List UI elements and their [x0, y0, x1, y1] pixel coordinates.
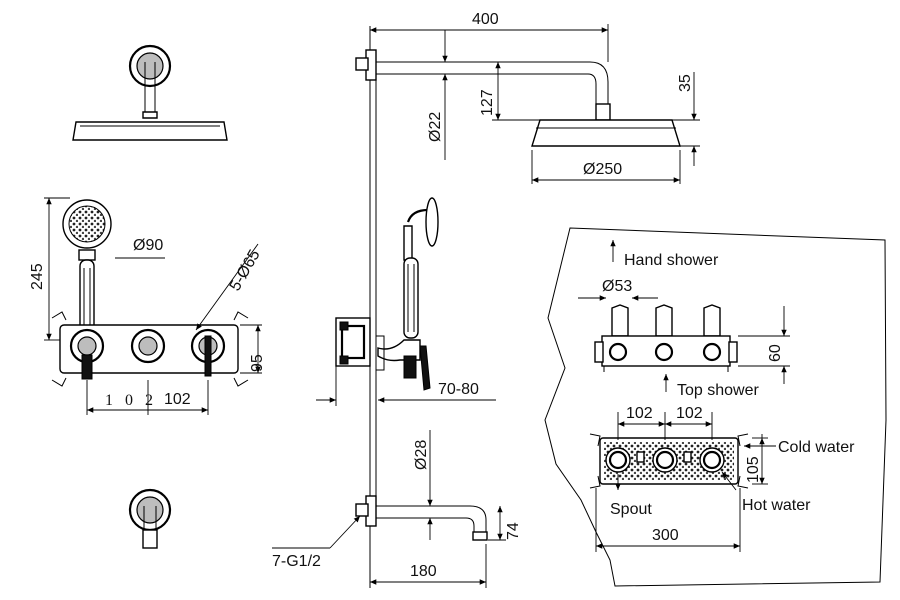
dim-d90: Ø90 [133, 237, 163, 254]
dim-60: 60 [767, 344, 784, 362]
side-elevation [335, 26, 681, 588]
dim-95: 95 [249, 354, 266, 372]
label-spout: Spout [610, 501, 652, 518]
dim-7-g1-2: 7-G1/2 [272, 553, 321, 570]
center-dimensions: 400 Ø22 127 35 Ø250 70-80 Ø28 7-G1/2 180… [272, 11, 700, 588]
label-hot-water: Hot water [742, 497, 811, 514]
dim-127: 127 [479, 89, 496, 116]
dim-245: 245 [29, 263, 46, 290]
dim-400: 400 [472, 11, 499, 28]
dim-70-80: 70-80 [438, 381, 479, 398]
dim-35: 35 [677, 74, 694, 92]
dim-d28: Ø28 [413, 440, 430, 470]
dim-102-b: 102 [676, 405, 703, 422]
label-top-shower: Top shower [677, 382, 759, 399]
dim-105: 105 [745, 456, 762, 483]
detail-panel: Hand shower Ø53 60 Top shower 102 102 [544, 227, 887, 587]
dim-74: 74 [505, 522, 522, 540]
label-hand-shower: Hand shower [624, 252, 719, 269]
dim-180: 180 [410, 563, 437, 580]
shower-head-top-view [72, 44, 228, 141]
dim-d250: Ø250 [583, 161, 622, 178]
dim-5-d65: 5-Ø65 [227, 247, 264, 294]
dim-102-left: 102 [164, 391, 191, 408]
valve-plate-front-view [51, 311, 249, 387]
dim-102-a: 102 [626, 405, 653, 422]
dim-1-0-2: 1 0 2 [105, 392, 157, 409]
hand-shower-front-view [62, 199, 112, 339]
dim-d22: Ø22 [427, 112, 444, 142]
label-cold-water: Cold water [778, 439, 855, 456]
dim-300: 300 [652, 527, 679, 544]
dim-d53: Ø53 [602, 278, 632, 295]
spout-top-view [128, 488, 172, 549]
